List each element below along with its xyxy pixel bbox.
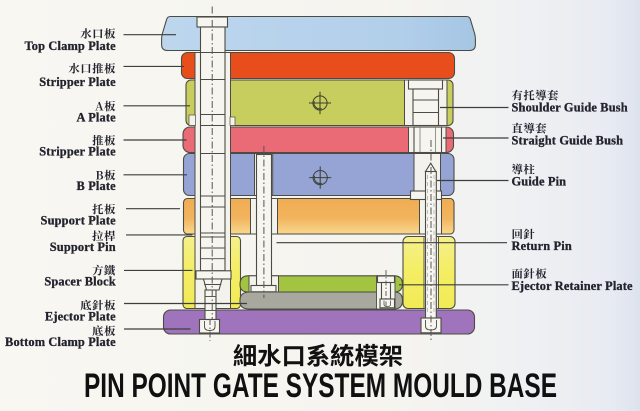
svg-text:A Plate: A Plate <box>77 110 117 124</box>
svg-text:Top Clamp Plate: Top Clamp Plate <box>25 39 117 53</box>
svg-text:Bottom Clamp Plate: Bottom Clamp Plate <box>5 335 116 349</box>
svg-text:Support Pin: Support Pin <box>50 240 116 254</box>
svg-text:Ejector Plate: Ejector Plate <box>45 309 116 323</box>
svg-text:Support Plate: Support Plate <box>41 213 117 227</box>
svg-text:Guide Pin: Guide Pin <box>512 174 567 188</box>
svg-text:Return Pin: Return Pin <box>512 239 572 253</box>
svg-text:PIN POINT GATE SYSTEM MOULD BA: PIN POINT GATE SYSTEM MOULD BASE <box>84 367 557 405</box>
svg-text:Spacer Block: Spacer Block <box>44 275 115 289</box>
svg-text:Straight Guide Bush: Straight Guide Bush <box>512 134 624 148</box>
svg-text:B Plate: B Plate <box>77 179 117 193</box>
svg-text:Stripper Plate: Stripper Plate <box>39 144 116 158</box>
svg-text:Ejector Retainer Plate: Ejector Retainer Plate <box>512 279 634 293</box>
svg-text:Stripper Plate: Stripper Plate <box>39 75 116 89</box>
svg-text:Shoulder Guide Bush: Shoulder Guide Bush <box>512 101 628 115</box>
